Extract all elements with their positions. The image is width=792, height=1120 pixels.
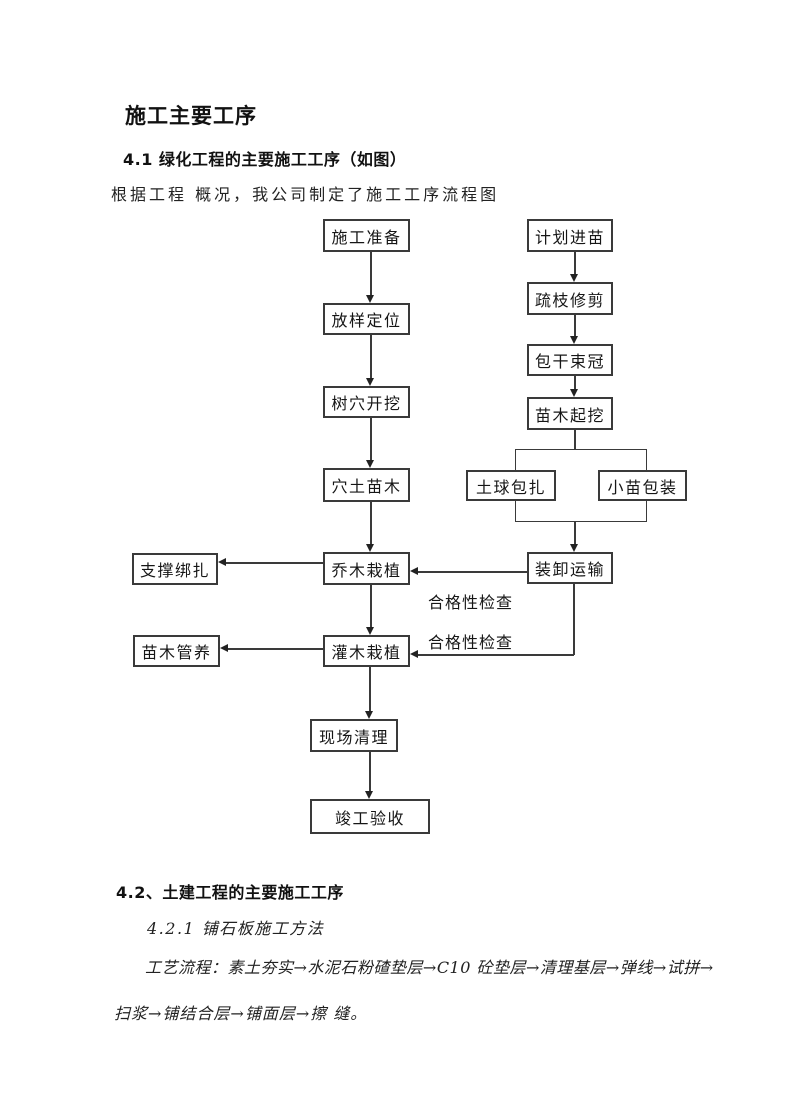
connector-line [573,584,575,655]
arrow-down-icon [570,389,578,397]
connector-line [370,585,372,628]
arrow-down-icon [366,544,374,552]
arrow-left-icon [410,650,418,658]
flow-box-root-ball-wrapping: 土球包扎 [466,470,556,501]
flow-box-branch-pruning: 疏枝修剪 [527,282,613,315]
connector-line [574,315,576,337]
flow-box-site-cleanup: 现场清理 [310,719,398,752]
flow-box-completion-acceptance: 竣工验收 [310,799,430,834]
flow-box-small-seedling-packing: 小苗包装 [598,470,687,501]
process-flow-line-1: 工艺流程：素土夯实→水泥石粉碴垫层→C10 砼垫层→清理基层→弹线→试拼→ [145,958,714,977]
connector-line [228,648,323,650]
connector-line [574,522,576,545]
section-4-1-heading: 4.1 绿化工程的主要施工工序（如图） [123,150,407,169]
flow-box-tree-planting: 乔木栽植 [323,552,410,585]
arrow-down-icon [365,711,373,719]
flow-box-construction-prep: 施工准备 [323,219,410,252]
arrow-left-icon [218,558,226,566]
flow-box-support-tying: 支撑绑扎 [132,553,218,585]
flow-box-tree-pit-excavation: 树穴开挖 [323,386,410,418]
flow-box-shrub-planting: 灌木栽植 [323,635,410,667]
arrow-down-icon [366,627,374,635]
arrow-down-icon [366,378,374,386]
flow-box-loading-transport: 装卸运输 [527,552,613,584]
connector-line [370,335,372,379]
flow-box-seedling-maintenance: 苗木管养 [133,635,220,667]
flow-box-seedling-digging: 苗木起挖 [527,397,613,430]
arrow-down-icon [570,274,578,282]
connector-line [370,418,372,461]
arrow-down-icon [366,460,374,468]
page-title: 施工主要工序 [125,104,257,128]
connector-line [418,571,527,573]
section-4-2-heading: 4.2、土建工程的主要施工工序 [116,883,344,902]
flowchart-diagram: 合格性检查 合格性检查 施工准备 放样定位 树穴开挖 穴土苗木 乔木栽植 灌木栽… [132,219,687,834]
connector-line [418,654,574,656]
connector-line [574,430,576,449]
arrow-left-icon [410,567,418,575]
connector-line [369,752,371,792]
connector-line [369,667,371,712]
connector-line [226,562,323,564]
flow-box-layout-positioning: 放样定位 [323,303,410,335]
quality-check-label-2: 合格性检查 [428,633,514,652]
intro-paragraph: 根据工程 概况，我公司制定了施工工序流程图 [111,185,500,204]
connector-line [370,502,372,545]
quality-check-label-1: 合格性检查 [428,593,514,612]
flow-box-trunk-wrap-crown: 包干束冠 [527,344,613,376]
connector-line [370,252,372,296]
connector-line [574,252,576,275]
process-flow-line-2: 扫浆→铺结合层→铺面层→擦 缝。 [114,1004,368,1023]
arrow-left-icon [220,644,228,652]
section-4-2-1-heading: 4.2.1 铺石板施工方法 [147,919,325,938]
arrow-down-icon [570,544,578,552]
arrow-down-icon [366,295,374,303]
arrow-down-icon [365,791,373,799]
arrow-down-icon [570,336,578,344]
connector-line [574,376,576,390]
flow-box-pit-soil-seedling: 穴土苗木 [323,468,410,502]
flow-box-seedling-plan: 计划进苗 [527,219,613,252]
